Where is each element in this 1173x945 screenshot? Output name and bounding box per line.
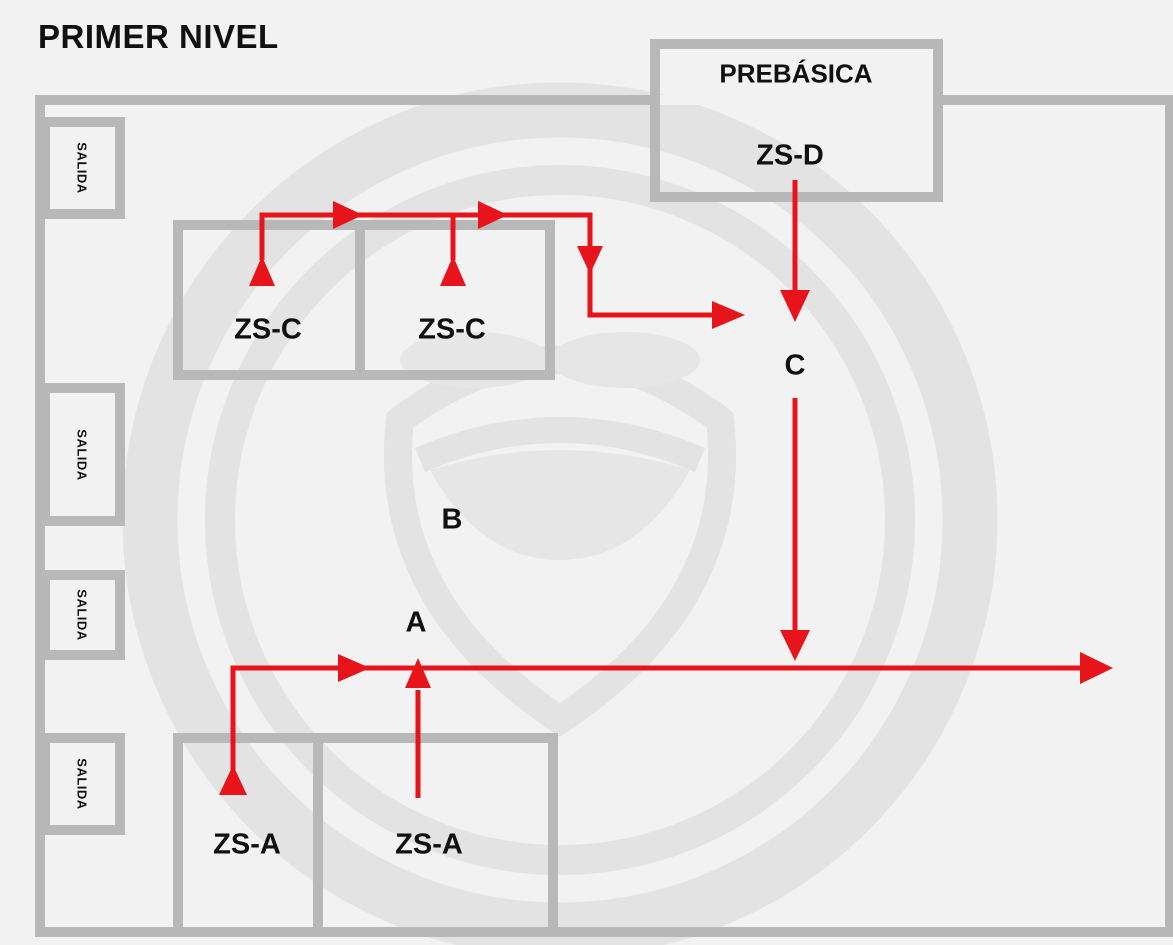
arrowhead-right <box>338 654 370 682</box>
arrowhead-up <box>219 765 247 795</box>
arrowhead-right <box>712 301 745 329</box>
exit-label: SALIDA <box>74 142 90 194</box>
exit-label: SALIDA <box>74 758 90 810</box>
zone-zs-a-left-label: ZS-A <box>213 828 281 861</box>
arrowhead-down <box>780 290 810 322</box>
arrowhead-right <box>1080 652 1113 684</box>
exit-3 <box>40 570 125 660</box>
exit-2 <box>40 383 125 526</box>
route-main-horizontal <box>230 665 1085 770</box>
arrowhead-right <box>333 201 363 229</box>
point-b-label: B <box>441 503 463 536</box>
zone-zs-c-left-label: ZS-C <box>234 313 302 346</box>
evacuation-routes <box>230 180 1085 798</box>
arrowhead-up <box>405 658 431 688</box>
point-a-label: A <box>405 606 427 639</box>
arrowhead-up <box>249 256 275 286</box>
point-c-label: C <box>784 349 806 382</box>
exit-label: SALIDA <box>74 589 90 641</box>
exit-1 <box>40 117 125 219</box>
arrowhead-up <box>440 256 466 286</box>
prebasica-label: PREBÁSICA <box>719 58 873 89</box>
zs-a-block <box>173 733 558 937</box>
walls <box>35 39 1173 937</box>
arrowhead-right <box>478 201 508 229</box>
page-title: PRIMER NIVEL <box>38 18 279 55</box>
exit-label: SALIDA <box>74 429 90 481</box>
zone-zs-a-right-label: ZS-A <box>395 828 463 861</box>
arrowheads <box>219 201 1113 795</box>
arrowhead-down <box>780 630 810 661</box>
zone-zs-d-label: ZS-D <box>756 139 824 172</box>
zone-zs-c-right-label: ZS-C <box>418 313 486 346</box>
route-zs-c-top <box>259 212 715 318</box>
exit-4 <box>40 733 125 835</box>
arrowhead-down <box>577 246 603 274</box>
